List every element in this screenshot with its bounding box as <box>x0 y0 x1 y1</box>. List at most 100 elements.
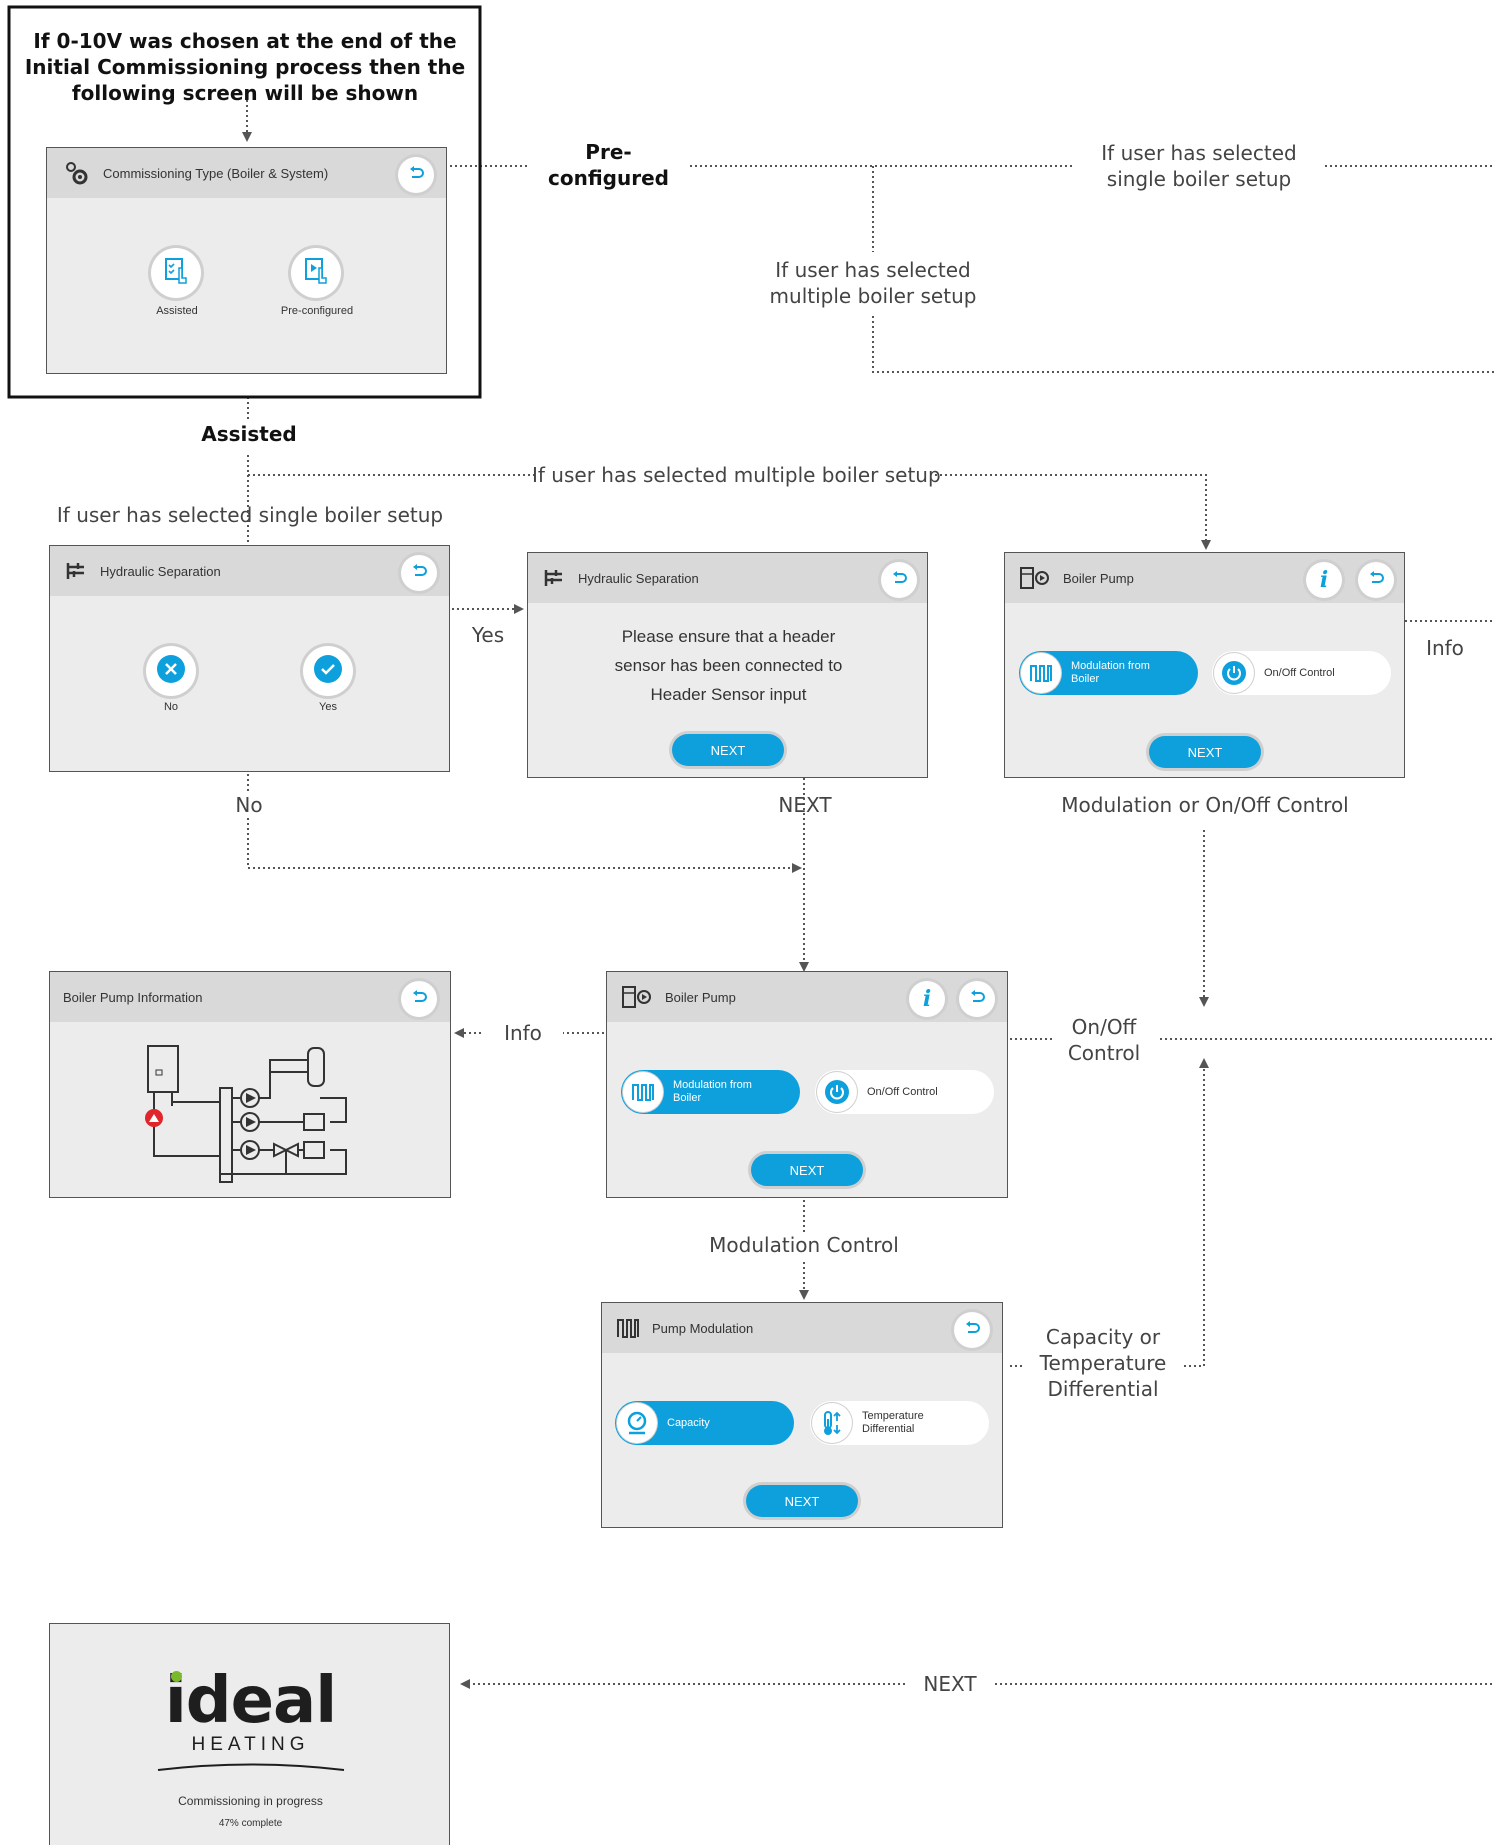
label-yes: Yes <box>471 623 505 647</box>
info-button[interactable]: i <box>909 981 945 1017</box>
title-bar: Boiler Pump Information <box>50 972 450 1022</box>
screen-title: Hydraulic Separation <box>100 563 221 579</box>
label-single-top-line-1: If user has selected <box>1101 141 1297 165</box>
title-bar: Boiler Pump <box>1005 553 1404 603</box>
title-bar: Boiler Pump <box>607 972 1007 1022</box>
onoff-option-toggle[interactable]: On/Off Control <box>1212 651 1391 695</box>
screen-title: Pump Modulation <box>652 1320 754 1336</box>
label-single-top: If user has selected single boiler setup <box>1078 140 1320 192</box>
next-button[interactable]: NEXT <box>751 1154 863 1186</box>
label-cap-line-2: Temperature <box>1039 1351 1167 1375</box>
capacity-option-toggle[interactable]: Capacity <box>615 1401 794 1445</box>
checklist-hand-icon <box>163 257 189 289</box>
label-multiple-top: If user has selected multiple boiler set… <box>752 257 994 309</box>
status-text: Commissioning in progress <box>178 1794 323 1808</box>
modulation-wave-icon <box>616 1317 640 1339</box>
intro-line-2: Initial Commissioning process then the <box>24 55 466 79</box>
onoff-option-toggle[interactable]: On/Off Control <box>815 1070 994 1114</box>
progress-text: 47% complete <box>218 1818 283 1829</box>
back-arrow-icon <box>407 164 425 186</box>
assisted-option-button[interactable] <box>151 248 201 298</box>
label-capacity-or-temp-diff: Capacity or Temperature Differential <box>1022 1324 1184 1402</box>
ideal-heating-logo: ideal HEATING <box>50 1664 451 1775</box>
info-button[interactable]: i <box>1306 562 1342 598</box>
onoff-option-label: On/Off Control <box>1264 666 1335 679</box>
play-hand-icon <box>303 257 329 289</box>
next-button[interactable]: NEXT <box>672 734 784 766</box>
gauge-icon <box>617 1403 657 1443</box>
back-arrow-icon <box>1367 569 1385 591</box>
gears-icon <box>61 158 91 188</box>
brand-wordmark: ideal <box>164 1664 337 1738</box>
label-onoff-line-1: On/Off <box>1071 1015 1137 1039</box>
back-button[interactable] <box>954 1312 990 1348</box>
label-cap-line-3: Differential <box>1047 1377 1159 1401</box>
label-next-hydraulic: NEXT <box>778 793 832 817</box>
back-arrow-icon <box>410 988 428 1010</box>
brand-subtitle: HEATING <box>191 1734 310 1755</box>
label-onoff-line-2: Control <box>1067 1041 1141 1065</box>
screen-hydraulic-separation: Hydraulic Separation No Yes <box>49 545 450 772</box>
title-bar: Hydraulic Separation <box>528 553 927 603</box>
back-button[interactable] <box>398 157 434 193</box>
label-single-assisted: If user has selected single boiler setup <box>56 503 444 527</box>
screen-commissioning-progress: ideal HEATING Commissioning in progress … <box>49 1623 450 1845</box>
title-bar: Commissioning Type (Boiler & System) <box>47 148 446 198</box>
screen-title: Hydraulic Separation <box>578 570 699 586</box>
intro-line-3: following screen will be shown <box>71 81 419 105</box>
back-button[interactable] <box>401 981 437 1017</box>
label-modulation-or-onoff: Modulation or On/Off Control <box>1061 793 1349 817</box>
next-button[interactable]: NEXT <box>1149 736 1261 768</box>
screen-title: Boiler Pump <box>665 989 736 1005</box>
intro-line-1: If 0-10V was chosen at the end of the <box>33 29 457 53</box>
no-label: No <box>163 701 179 713</box>
title-bar: Hydraulic Separation <box>50 546 449 596</box>
back-button[interactable] <box>959 981 995 1017</box>
title-bar: Pump Modulation <box>602 1303 1002 1353</box>
label-preconfigured-line-1: Pre- <box>585 140 632 164</box>
temp-diff-line-1: Temperature <box>862 1410 924 1422</box>
modulation-wave-icon <box>1021 653 1061 693</box>
screen-boiler-pump-information: Boiler Pump Information <box>49 971 451 1198</box>
no-option-button[interactable] <box>146 646 196 696</box>
back-button[interactable] <box>1358 562 1394 598</box>
label-info-right: Info <box>1426 636 1464 660</box>
screen-title: Boiler Pump <box>1063 570 1134 586</box>
sliders-icon <box>64 559 88 583</box>
label-info-left: Info <box>504 1021 542 1045</box>
label-modulation-control: Modulation Control <box>709 1233 899 1257</box>
yes-option-button[interactable] <box>303 646 353 696</box>
back-button[interactable] <box>401 555 437 591</box>
label-multiple-top-line-2: multiple boiler setup <box>769 284 977 308</box>
back-arrow-icon <box>410 562 428 584</box>
info-icon: i <box>922 986 932 1012</box>
modulation-wave-icon <box>623 1072 663 1112</box>
next-button[interactable]: NEXT <box>746 1485 858 1517</box>
temp-diff-line-2: Differential <box>862 1423 915 1435</box>
screen-title: Commissioning Type (Boiler & System) <box>103 165 329 181</box>
brand-dot <box>170 1671 182 1682</box>
assisted-label: Assisted <box>156 305 198 317</box>
sliders-icon <box>542 566 566 590</box>
label-preconfigured: Pre- configured <box>532 139 685 191</box>
modulation-label-line-2: Boiler <box>673 1092 702 1104</box>
close-icon <box>156 654 186 688</box>
power-icon <box>1214 653 1254 693</box>
preconfigured-option-button[interactable] <box>291 248 341 298</box>
label-assisted: Assisted <box>201 422 297 446</box>
yes-label: Yes <box>319 701 337 713</box>
screen-title: Boiler Pump Information <box>63 989 203 1005</box>
label-cap-line-1: Capacity or <box>1045 1325 1161 1349</box>
onoff-option-label: On/Off Control <box>867 1085 938 1098</box>
boiler-pump-icon <box>621 985 653 1009</box>
back-button[interactable] <box>881 562 917 598</box>
screen-commissioning-type: Commissioning Type (Boiler & System) Ass… <box>46 147 447 374</box>
message-line-2: sensor has been connected to <box>614 656 843 675</box>
